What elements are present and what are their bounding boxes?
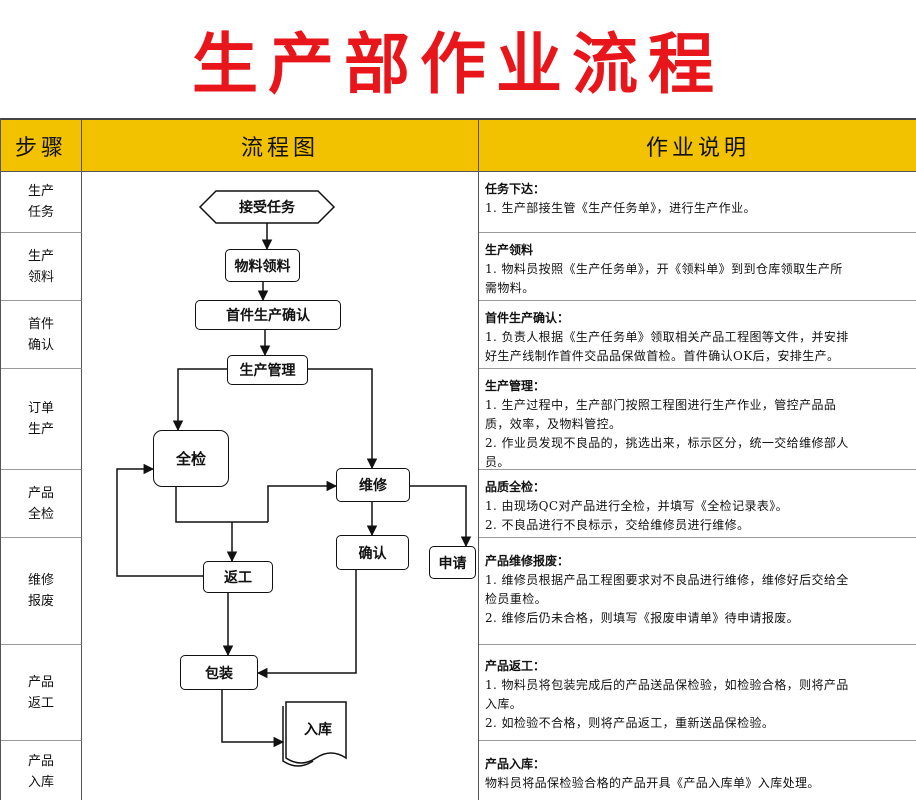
desc-line: 需物料。 xyxy=(485,281,535,295)
desc-head: 产品维修报废： xyxy=(485,554,570,568)
desc-line: 2. 作业员发现不良品的，挑选出来，标示区分，统一交给维修部人 xyxy=(485,436,849,450)
header-flow: 流程图 xyxy=(82,120,479,172)
node-material: 物料领料 xyxy=(225,249,300,282)
desc-material: 生产领料 1. 物料员按照《生产任务单》，开《领料单》到到仓库领取生产所 需物料… xyxy=(479,233,916,301)
step-material: 生产领料 xyxy=(1,233,82,301)
node-repair: 维修 xyxy=(336,468,410,502)
node-pack: 包装 xyxy=(180,655,258,690)
desc-rework: 产品返工： 1. 物料员将包装完成后的产品送品保检验，如检验合格，则将产品 入库… xyxy=(479,645,916,741)
edge-production-inspect xyxy=(172,368,227,432)
desc-inspect: 品质全检： 1. 由现场QC对产品进行全检，并填写《全检记录表》。 2. 不良品… xyxy=(479,470,916,538)
edge-rework-inspect xyxy=(116,463,203,577)
edge-pack-store xyxy=(221,690,285,748)
flow-area xyxy=(82,172,479,800)
desc-line: 入库。 xyxy=(485,697,523,711)
start-hexagon xyxy=(198,190,336,224)
desc-line: 质，效率，及物料管控。 xyxy=(485,417,622,431)
desc-line: 2. 不良品进行不良标示，交给维修员进行维修。 xyxy=(485,518,750,532)
desc-first-confirm: 首件生产确认： 1. 负责人根据《生产任务单》领取相关产品工程图等文件，并安排 … xyxy=(479,301,916,369)
desc-line: 2. 维修后仍未合格，则填写《报废申请单》待申请报废。 xyxy=(485,611,800,625)
step-production: 订单生产 xyxy=(1,369,82,470)
step-inspect: 产品全检 xyxy=(1,470,82,538)
desc-line: 2. 如检验不合格，则将产品返工，重新送品保检验。 xyxy=(485,716,775,730)
step-rework: 产品返工 xyxy=(1,645,82,741)
edge-confirm-pack xyxy=(256,570,357,679)
step-repair: 维修报废 xyxy=(1,538,82,645)
node-confirm: 确认 xyxy=(336,535,409,570)
node-rework: 返工 xyxy=(203,561,273,593)
edge-repair-apply xyxy=(410,485,472,548)
desc-line: 1. 由现场QC对产品进行全检，并填写《全检记录表》。 xyxy=(485,499,789,513)
node-store: 入库 xyxy=(304,722,332,738)
desc-head: 生产管理： xyxy=(485,379,546,393)
desc-line: 好生产线制作首件交品品保做首检。首件确认OK后，安排生产。 xyxy=(485,349,840,363)
desc-head: 任务下达： xyxy=(485,182,546,196)
desc-head: 生产领料 xyxy=(485,243,534,257)
header-steps: 步骤 xyxy=(1,120,82,172)
node-inspect: 全检 xyxy=(153,430,229,487)
desc-line: 1. 负责人根据《生产任务单》领取相关产品工程图等文件，并安排 xyxy=(485,330,849,344)
desc-production: 生产管理： 1. 生产过程中，生产部门按照工程图进行生产作业，管控产品品 质，效… xyxy=(479,369,916,470)
store-document xyxy=(285,701,347,764)
node-first-confirm: 首件生产确认 xyxy=(195,300,341,330)
page-title: 生产部作业流程 xyxy=(192,25,724,103)
edge-inspect-down xyxy=(175,487,268,523)
process-table: 步骤 流程图 作业说明 生产任务 生产领料 首件确认 订单生产 产品全检 维修报… xyxy=(0,118,916,800)
desc-line: 1. 维修员根据产品工程图要求对不良品进行维修，维修好后交给全 xyxy=(485,573,849,587)
desc-repair: 产品维修报废： 1. 维修员根据产品工程图要求对不良品进行维修，维修好后交给全 … xyxy=(479,538,916,645)
node-start: 接受任务 xyxy=(239,200,295,216)
edge-production-repair xyxy=(308,368,378,470)
desc-line: 1. 物料员将包装完成后的产品送品保检验，如检验合格，则将产品 xyxy=(485,678,849,692)
desc-store: 产品入库： 物料员将品保检验合格的产品开具《产品入库单》入库处理。 xyxy=(479,741,916,800)
desc-head: 品质全检： xyxy=(485,480,546,494)
desc-head: 产品入库： xyxy=(485,757,546,771)
edge-loop-repair xyxy=(267,480,338,522)
desc-head: 首件生产确认： xyxy=(485,311,570,325)
desc-task: 任务下达： 1. 生产部接生管《生产任务单》，进行生产作业。 xyxy=(479,172,916,233)
desc-line: 1. 生产过程中，生产部门按照工程图进行生产作业，管控产品品 xyxy=(485,398,837,412)
desc-line: 1. 物料员按照《生产任务单》，开《领料单》到到仓库领取生产所 xyxy=(485,262,843,276)
desc-line: 1. 生产部接生管《生产任务单》，进行生产作业。 xyxy=(485,201,756,215)
desc-line: 物料员将品保检验合格的产品开具《产品入库单》入库处理。 xyxy=(485,776,820,790)
desc-line: 检员重检。 xyxy=(485,592,548,606)
store-document-fold xyxy=(282,706,314,767)
header-desc: 作业说明 xyxy=(645,136,750,161)
table-header: 步骤 流程图 作业说明 xyxy=(1,120,916,172)
desc-head: 产品返工： xyxy=(485,659,546,673)
node-apply: 申请 xyxy=(429,546,476,579)
desc-line: 员。 xyxy=(485,455,510,469)
step-first-confirm: 首件确认 xyxy=(1,301,82,369)
node-production: 生产管理 xyxy=(227,355,308,385)
step-task: 生产任务 xyxy=(1,172,82,233)
step-store: 产品入库 xyxy=(1,741,82,800)
